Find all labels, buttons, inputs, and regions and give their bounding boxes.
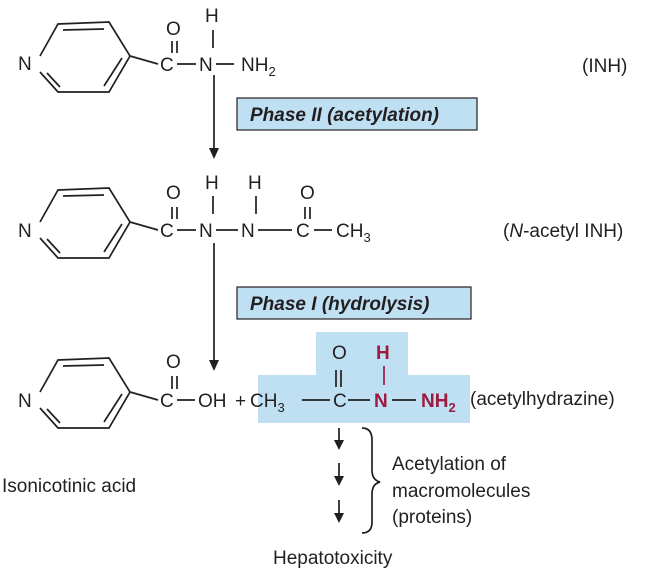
plus-sign: +: [235, 391, 246, 412]
carbonyl-oxygen-2: O: [166, 183, 181, 204]
pyridine-ring-3: N: [18, 357, 159, 429]
carbonyl-carbon-1: C: [160, 55, 174, 76]
ring-nitrogen-3: N: [18, 391, 32, 412]
down-arrow-1: [334, 440, 344, 450]
hydrazine-nitrogen: N: [374, 391, 388, 412]
down-arrow-2: [334, 476, 344, 486]
nh2-highlight: [408, 375, 470, 423]
n-acetyl-inh-structure: N C O N H N H C O CH3 (N-acetyl INH): [18, 173, 623, 259]
hydrazine-amino-group: NH2: [421, 391, 456, 415]
amide-hydrogen-2a: H: [205, 173, 219, 194]
phase1-box: [236, 286, 472, 320]
methyl-group-2: CH3: [336, 221, 371, 245]
n-acetyl-inh-label: (N-acetyl INH): [503, 221, 623, 242]
acetyl-carbon-2: C: [296, 221, 310, 242]
isonicotinic-acid-structure: N C O OH Isonicotinic acid: [2, 352, 227, 497]
curly-brace: [361, 427, 381, 534]
acetylation-line-3: (proteins): [392, 507, 472, 528]
inh-label: (INH): [582, 56, 627, 77]
acetylation-line-1: Acetylation of: [392, 454, 507, 475]
carbonyl-carbon-2: C: [160, 221, 174, 242]
carbonyl-highlight: [316, 332, 362, 376]
acetyl-oxygen-2: O: [300, 183, 315, 204]
acetylhydrazine-label: (acetylhydrazine): [470, 389, 615, 410]
ring-nitrogen-1: N: [18, 54, 32, 75]
acetyl-carbon-3: C: [333, 391, 347, 412]
phase2-arrow-head: [209, 148, 219, 159]
carboxyl-carbon: C: [160, 391, 174, 412]
amide-nitrogen-1: N: [199, 55, 213, 76]
amide-hydrogen-1: H: [205, 6, 219, 27]
acetyl-oxygen-3: O: [332, 343, 347, 364]
phase1-arrow-head: [209, 360, 219, 371]
hepatotoxicity-label: Hepatotoxicity: [273, 548, 393, 569]
acetylhydrazine-structure: CH3 C O N H NH2 (acetylhydrazine): [250, 343, 615, 415]
amide-hydrogen-2b: H: [248, 173, 262, 194]
amide-nitrogen-2b: N: [241, 221, 255, 242]
pyridine-ring-1: N: [18, 21, 159, 93]
acetylation-line-2: macromolecules: [392, 481, 530, 502]
phase1-label: Phase I (hydrolysis): [250, 294, 430, 315]
amino-group-1: NH2: [241, 55, 276, 79]
phase2-box: [236, 97, 478, 131]
downstream-arrows: [334, 428, 344, 523]
carboxyl-oxygen: O: [166, 352, 181, 373]
phase2-label: Phase II (acetylation): [250, 105, 439, 126]
inh-structure: N C O N H NH2 (INH): [18, 6, 627, 93]
hydrazine-highlight: [362, 332, 408, 423]
down-arrow-3: [334, 513, 344, 523]
carbonyl-oxygen-1: O: [166, 19, 181, 40]
pyridine-ring-2: N: [18, 187, 159, 259]
acetyl-highlight: [258, 375, 362, 423]
hydroxyl-group: OH: [198, 391, 227, 412]
methyl-group-3: CH3: [250, 391, 285, 415]
amide-nitrogen-2a: N: [199, 221, 213, 242]
hydrazine-hydrogen: H: [376, 343, 390, 364]
ring-nitrogen-2: N: [18, 221, 32, 242]
isonicotinic-acid-label: Isonicotinic acid: [2, 476, 136, 497]
